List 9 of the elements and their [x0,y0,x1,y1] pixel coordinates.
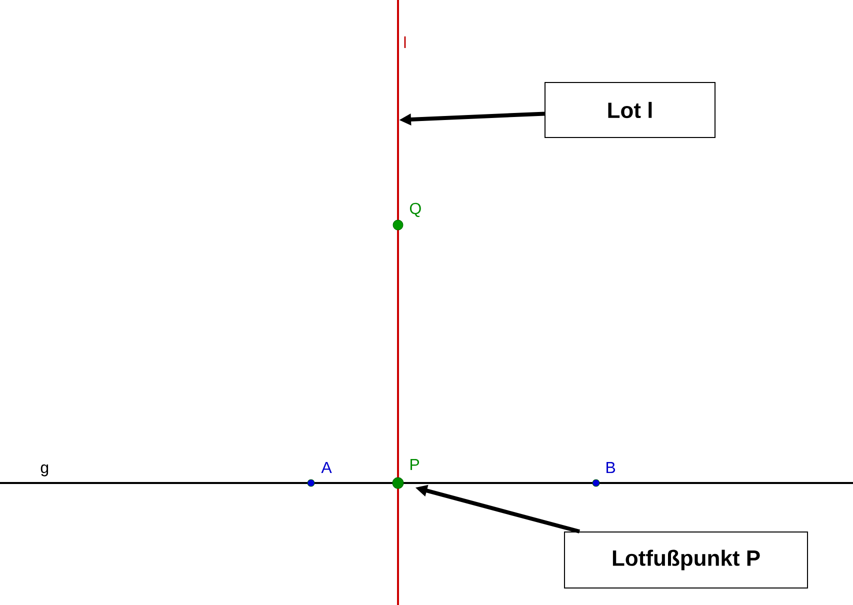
point-label: B [606,462,616,473]
point-label: g [40,464,48,476]
point-label: l [404,36,406,48]
point-label: A [321,462,332,473]
label-box: Lot l [544,82,716,138]
label-box: Lotfußpunkt P [564,532,808,588]
point-label: Q [410,202,421,218]
point-label: P [410,459,420,470]
point [392,477,404,489]
